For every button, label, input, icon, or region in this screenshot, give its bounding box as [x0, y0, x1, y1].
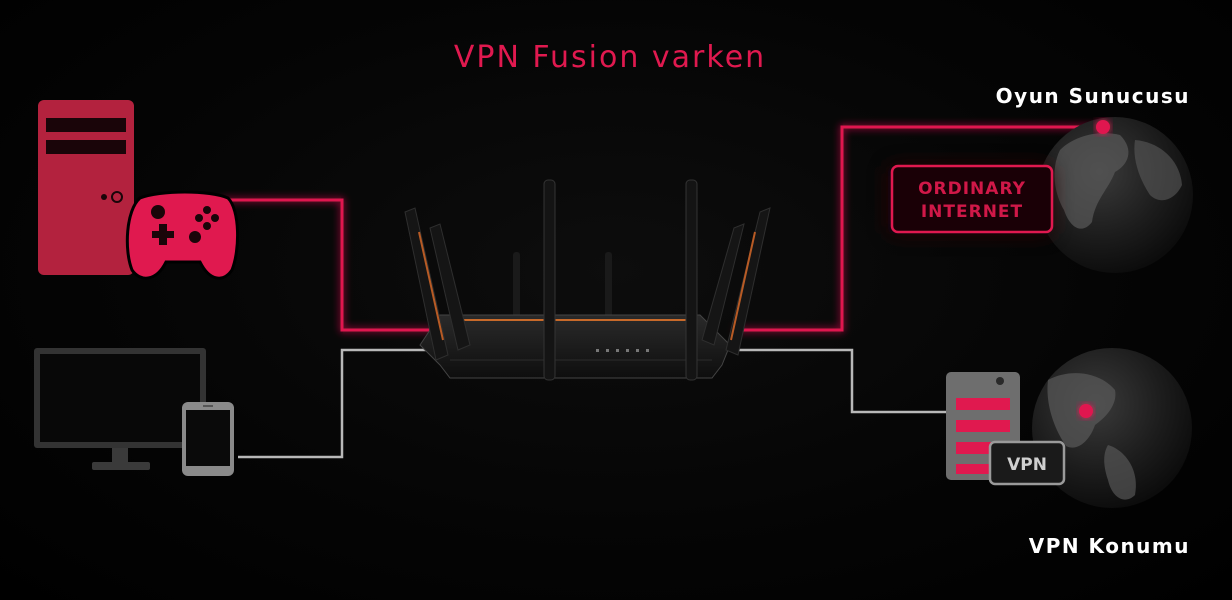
vpn-server-icon: VPN	[946, 372, 1066, 486]
globe-icon	[1032, 348, 1192, 508]
vpn-location-label: VPN Konumu	[1028, 534, 1190, 558]
tablet-icon	[182, 402, 234, 476]
game-server-label: Oyun Sunucusu	[995, 84, 1190, 108]
ordinary-internet-badge: ORDINARY INTERNET	[888, 164, 1054, 234]
gaming-path	[222, 125, 1100, 332]
internet-label: INTERNET	[921, 202, 1023, 222]
monitor-icon	[34, 348, 206, 470]
router-icon	[404, 179, 771, 381]
vpn-badge-label: VPN	[1007, 455, 1047, 475]
globe-icon	[1037, 117, 1193, 273]
vpn-path	[238, 348, 960, 459]
ordinary-label: ORDINARY	[918, 179, 1026, 199]
gamepad-icon	[125, 190, 240, 280]
diagram-title: VPN Fusion varken	[453, 40, 767, 75]
gaming-pc-icon	[38, 100, 134, 275]
